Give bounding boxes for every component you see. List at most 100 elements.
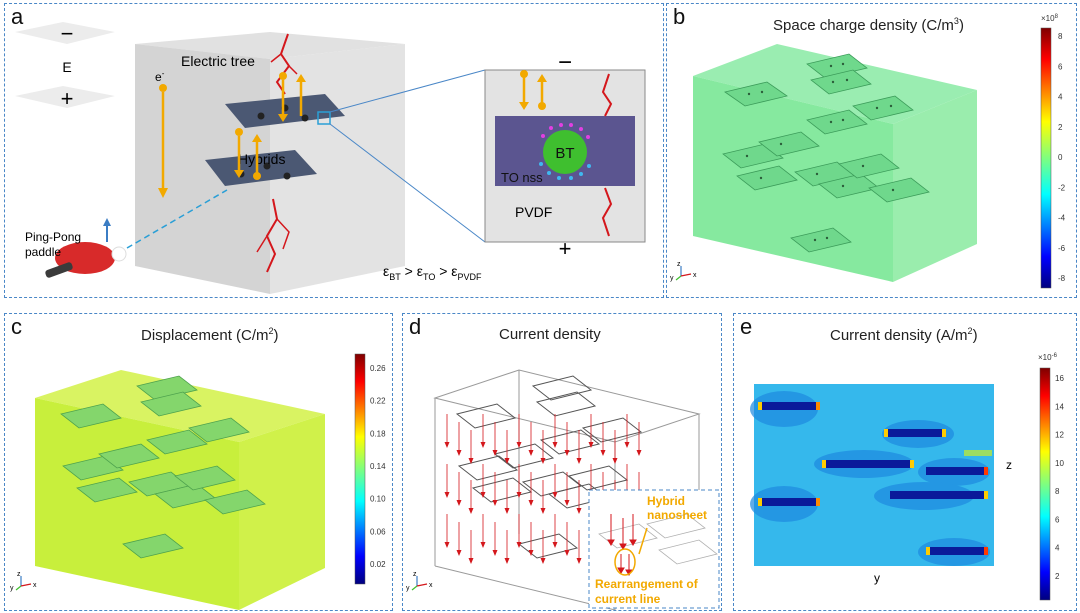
panel-a-schematic: − E + Electric tree Hybrids e- (15, 21, 646, 294)
colorbar-tick-label: 14 (1055, 402, 1064, 411)
triad-y: y (670, 275, 674, 282)
current-arrowhead (528, 450, 534, 456)
hybrids-label: Hybrids (238, 151, 285, 167)
rearrangement-label-1: Rearrangement of (595, 577, 699, 591)
e-plus: + (61, 86, 74, 111)
colorbar-tick-label: 6 (1058, 62, 1063, 71)
colorbar-tick-label: 10 (1055, 459, 1064, 468)
e-minus: − (61, 21, 74, 46)
colorbar-tick-label: 12 (1055, 431, 1064, 440)
panel-title: Space charge density (C/m3) (773, 16, 964, 34)
triad-y: y (406, 585, 410, 592)
current-arrowhead (480, 442, 486, 448)
triad-z: z (17, 571, 21, 578)
colorbar (1040, 27, 1052, 289)
current-arrowhead (552, 542, 558, 548)
current-arrowhead (588, 442, 594, 448)
current-arrowhead (444, 492, 450, 498)
triad-z: z (677, 261, 681, 268)
panel-letter: a (11, 4, 24, 29)
colorbar-tick-label: 16 (1055, 374, 1064, 383)
colorbar-tick-label: 4 (1058, 93, 1063, 102)
hybrid-nanosheet-label-1: Hybrid (647, 494, 685, 508)
zoom-box (317, 111, 331, 125)
current-arrowhead (564, 550, 570, 556)
current-arrowhead (540, 558, 546, 564)
e-label: E (62, 59, 71, 75)
colorbar-tick-label: 8 (1058, 32, 1063, 41)
current-arrowhead (636, 450, 642, 456)
current-arrowhead (504, 508, 510, 514)
box-side (239, 414, 325, 610)
colorbar (354, 353, 366, 585)
current-arrowhead (516, 442, 522, 448)
current-arrowhead (504, 458, 510, 464)
nanosheets (722, 53, 930, 253)
colorbar-tick-label: 0.26 (370, 364, 386, 373)
interface-charges (539, 123, 591, 180)
current-arrowhead (528, 550, 534, 556)
current-arrowhead (516, 542, 522, 548)
charge-arrows (234, 72, 306, 180)
colorbar-ticks: 0.260.220.180.140.100.060.02 (370, 364, 386, 569)
current-arrowhead (576, 458, 582, 464)
current-arrowhead (456, 450, 462, 456)
panel-title: Current density (A/m2) (830, 326, 978, 344)
e-field-bottom-plate (15, 86, 115, 108)
axes-triad (15, 576, 32, 591)
panel-c: c Displacement (C/m2) z x y (4, 313, 393, 611)
axes-triad (411, 576, 428, 591)
colorbar-tick-label: 0.10 (370, 495, 386, 504)
electron-label: e (155, 70, 162, 84)
y-axis-label: y (874, 571, 880, 585)
inset-minus: − (558, 49, 572, 76)
panel-a: a − E + Electric tree Hybrids e- (4, 3, 664, 298)
colorbar-tick-label: 6 (1055, 515, 1060, 524)
current-arrowhead (552, 442, 558, 448)
current-arrowhead (504, 558, 510, 564)
colorbar (1039, 367, 1051, 601)
current-arrowhead (492, 500, 498, 506)
triad-x: x (429, 582, 433, 589)
nanosheet-sections (758, 402, 988, 555)
current-arrowhead (492, 550, 498, 556)
box-side (893, 90, 977, 282)
electric-tree-label: Electric tree (181, 53, 255, 69)
panel-letter: c (11, 314, 22, 339)
current-arrowhead (468, 508, 474, 514)
rearrangement-label-2: current line (595, 592, 661, 606)
colorbar-scale: ×10-6 (1038, 353, 1058, 362)
ping-pong-paddle-illustration (45, 189, 228, 278)
triad-y: y (10, 585, 14, 592)
inset-plus: + (559, 236, 572, 261)
current-arrowhead (480, 542, 486, 548)
colorbar-tick-label: 0.06 (370, 527, 386, 536)
current-arrowhead (480, 492, 486, 498)
colorbar-tick-label: 0.14 (370, 462, 386, 471)
nanosheets (60, 375, 266, 559)
pvdf-label: PVDF (515, 204, 552, 220)
current-arrowhead (552, 492, 558, 498)
current-arrowhead (576, 508, 582, 514)
colorbar-tick-label: 0 (1058, 153, 1063, 162)
panel-letter: b (673, 4, 686, 29)
ping-pong-label-line2: paddle (25, 245, 61, 259)
current-arrowhead (468, 558, 474, 564)
current-arrowhead (456, 550, 462, 556)
colorbar-scale: ×108 (1041, 14, 1059, 23)
panel-title: Current density (499, 326, 601, 343)
triad-x: x (693, 272, 697, 279)
sheet-dots (745, 62, 895, 242)
bt-label: BT (555, 145, 574, 162)
triad-z: z (413, 571, 417, 578)
panel-title: Displacement (C/m2) (141, 326, 279, 344)
displacement-plot: z x y 0.260.220.180.140.100.060.02 (10, 353, 386, 610)
colorbar-tick-label: 0.18 (370, 429, 386, 438)
colorbar-tick-label: -4 (1058, 214, 1066, 223)
current-arrowhead (540, 458, 546, 464)
axes-triad (675, 266, 692, 281)
